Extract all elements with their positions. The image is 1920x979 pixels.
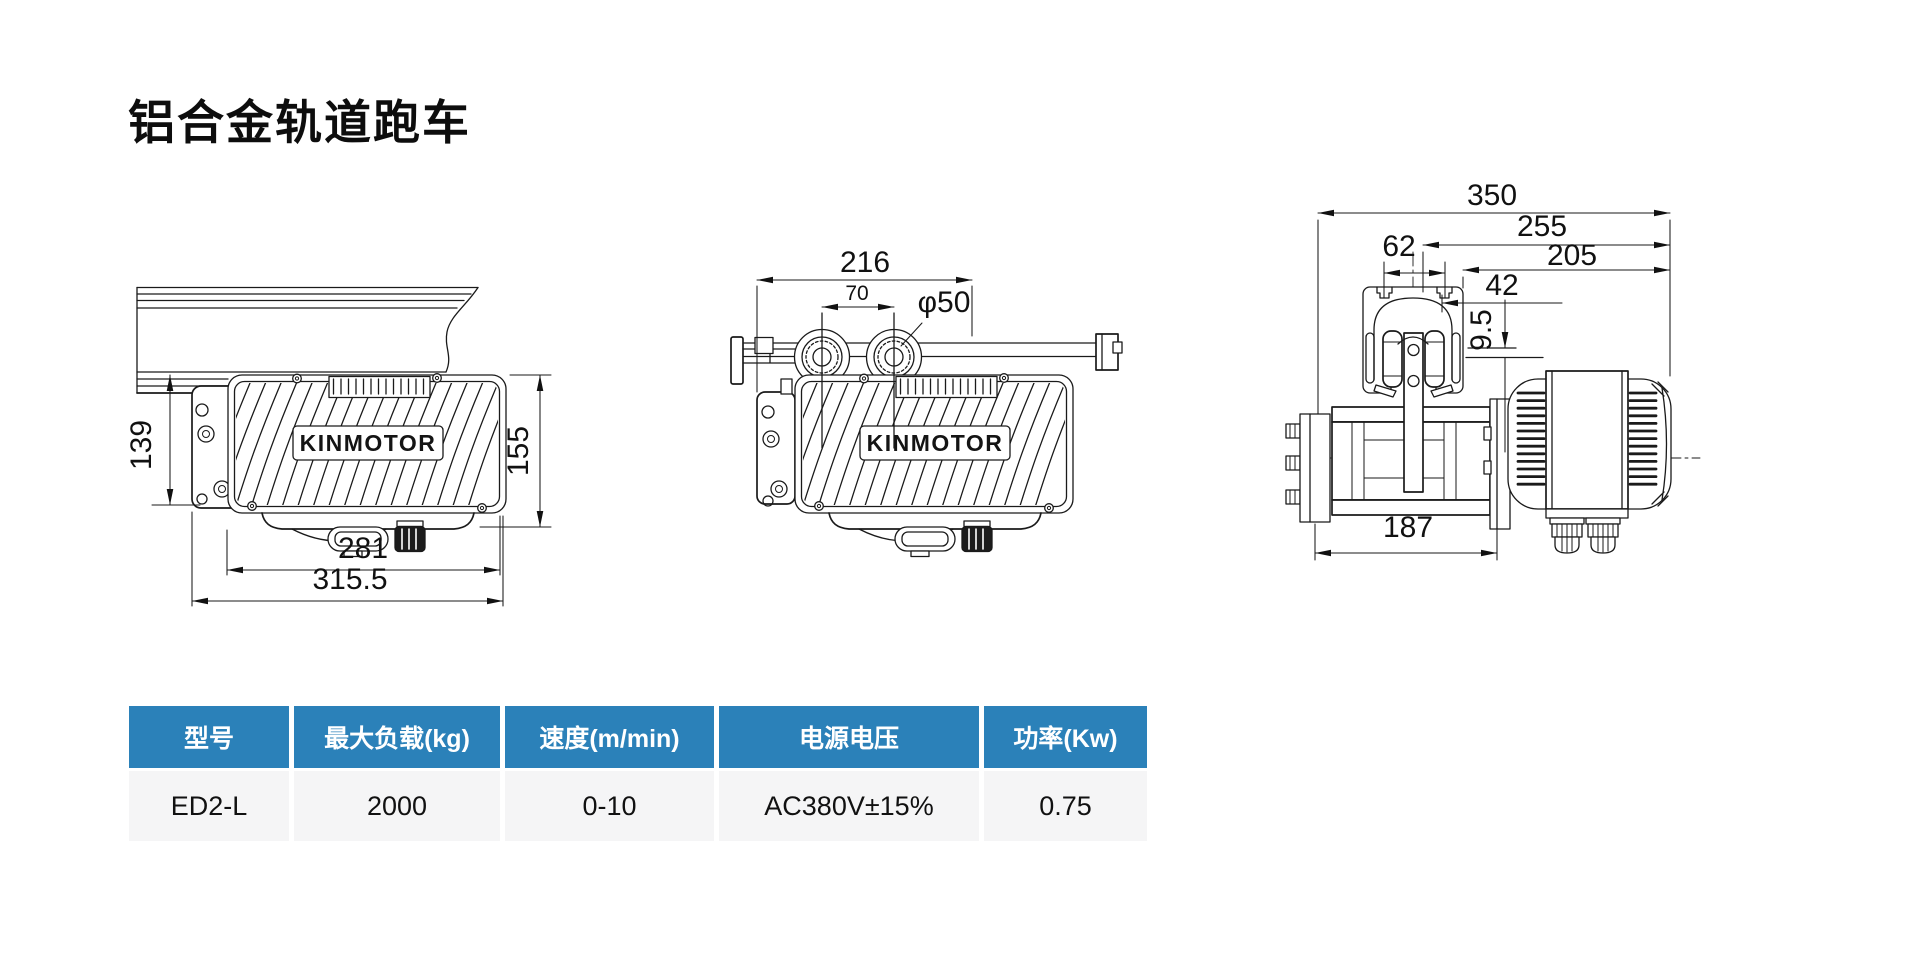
dim-overall-width-label: 315.5 [312,563,387,596]
col-header-max-load: 最大负载(kg) [294,706,500,768]
dim-height-label: 139 [125,420,158,470]
hanger-plate [1397,332,1429,493]
dim-offset-label: 42 [1485,269,1518,302]
wheel-centerlines [821,312,895,449]
cable-gland-1 [1549,517,1585,554]
dimensions-front-view: 216 70 φ50 [756,246,973,449]
gearbox [1285,398,1511,530]
dim-slot-spacing-label: 62 [1382,230,1415,263]
dim-motor-offset-label: 205 [1547,239,1597,272]
adapter-flange [1489,398,1511,530]
break-line [445,286,479,373]
dimensions-side-view: 139 155 281 315.5 [125,374,552,607]
col-header-speed: 速度(m/min) [505,706,714,768]
col-header-voltage: 电源电压 [719,706,979,768]
dim-body-height-label: 155 [502,426,535,476]
junction-box [1545,508,1629,519]
dim-clearance-label: 9.5 [1465,309,1498,351]
side-plate [756,391,796,507]
dim-overall-width-label: 350 [1467,179,1517,212]
spec-table: 型号 最大负载(kg) 速度(m/min) 电源电压 功率(Kw) ED2-L … [129,706,1147,841]
clamp-tab [780,378,793,395]
cooling-fins-left [1516,391,1546,486]
dim-overall-width-label: 216 [840,246,890,279]
dimensions-end-view: 350 255 62 205 42 9.5 187 [1314,179,1671,561]
dim-wheel-diameter-label: φ50 [918,286,971,319]
drawing-end-view: 350 255 62 205 42 9.5 187 [1285,179,1701,561]
leader-line [900,322,923,347]
rail-beam [136,286,479,394]
cable-gland-2 [1585,517,1621,554]
cell-max-load: 2000 [294,771,500,841]
cell-speed: 0-10 [505,771,714,841]
cell-model: ED2-L [129,771,289,841]
col-header-power: 功率(Kw) [984,706,1147,768]
dim-body-width-label: 281 [338,532,388,565]
cell-voltage: AC380V±15% [719,771,979,841]
col-header-model: 型号 [129,706,289,768]
drawing-front-view: 216 70 φ50 [730,246,1123,557]
cooling-fins-right [1628,391,1658,486]
rail-wheels-section [1382,330,1445,388]
t-bracket [730,336,796,385]
dim-wheel-spacing-label: 70 [845,282,868,305]
cell-power: 0.75 [984,771,1147,841]
dim-motor-span-label: 255 [1517,210,1567,243]
drawing-side-view: 139 155 281 315.5 [125,286,552,607]
page-title: 铝合金轨道跑车 [128,96,471,149]
dim-gearbox-width-label: 187 [1383,511,1433,544]
technical-drawings-canvas: KINMOTOR [125,179,1701,607]
motor [1507,370,1672,554]
